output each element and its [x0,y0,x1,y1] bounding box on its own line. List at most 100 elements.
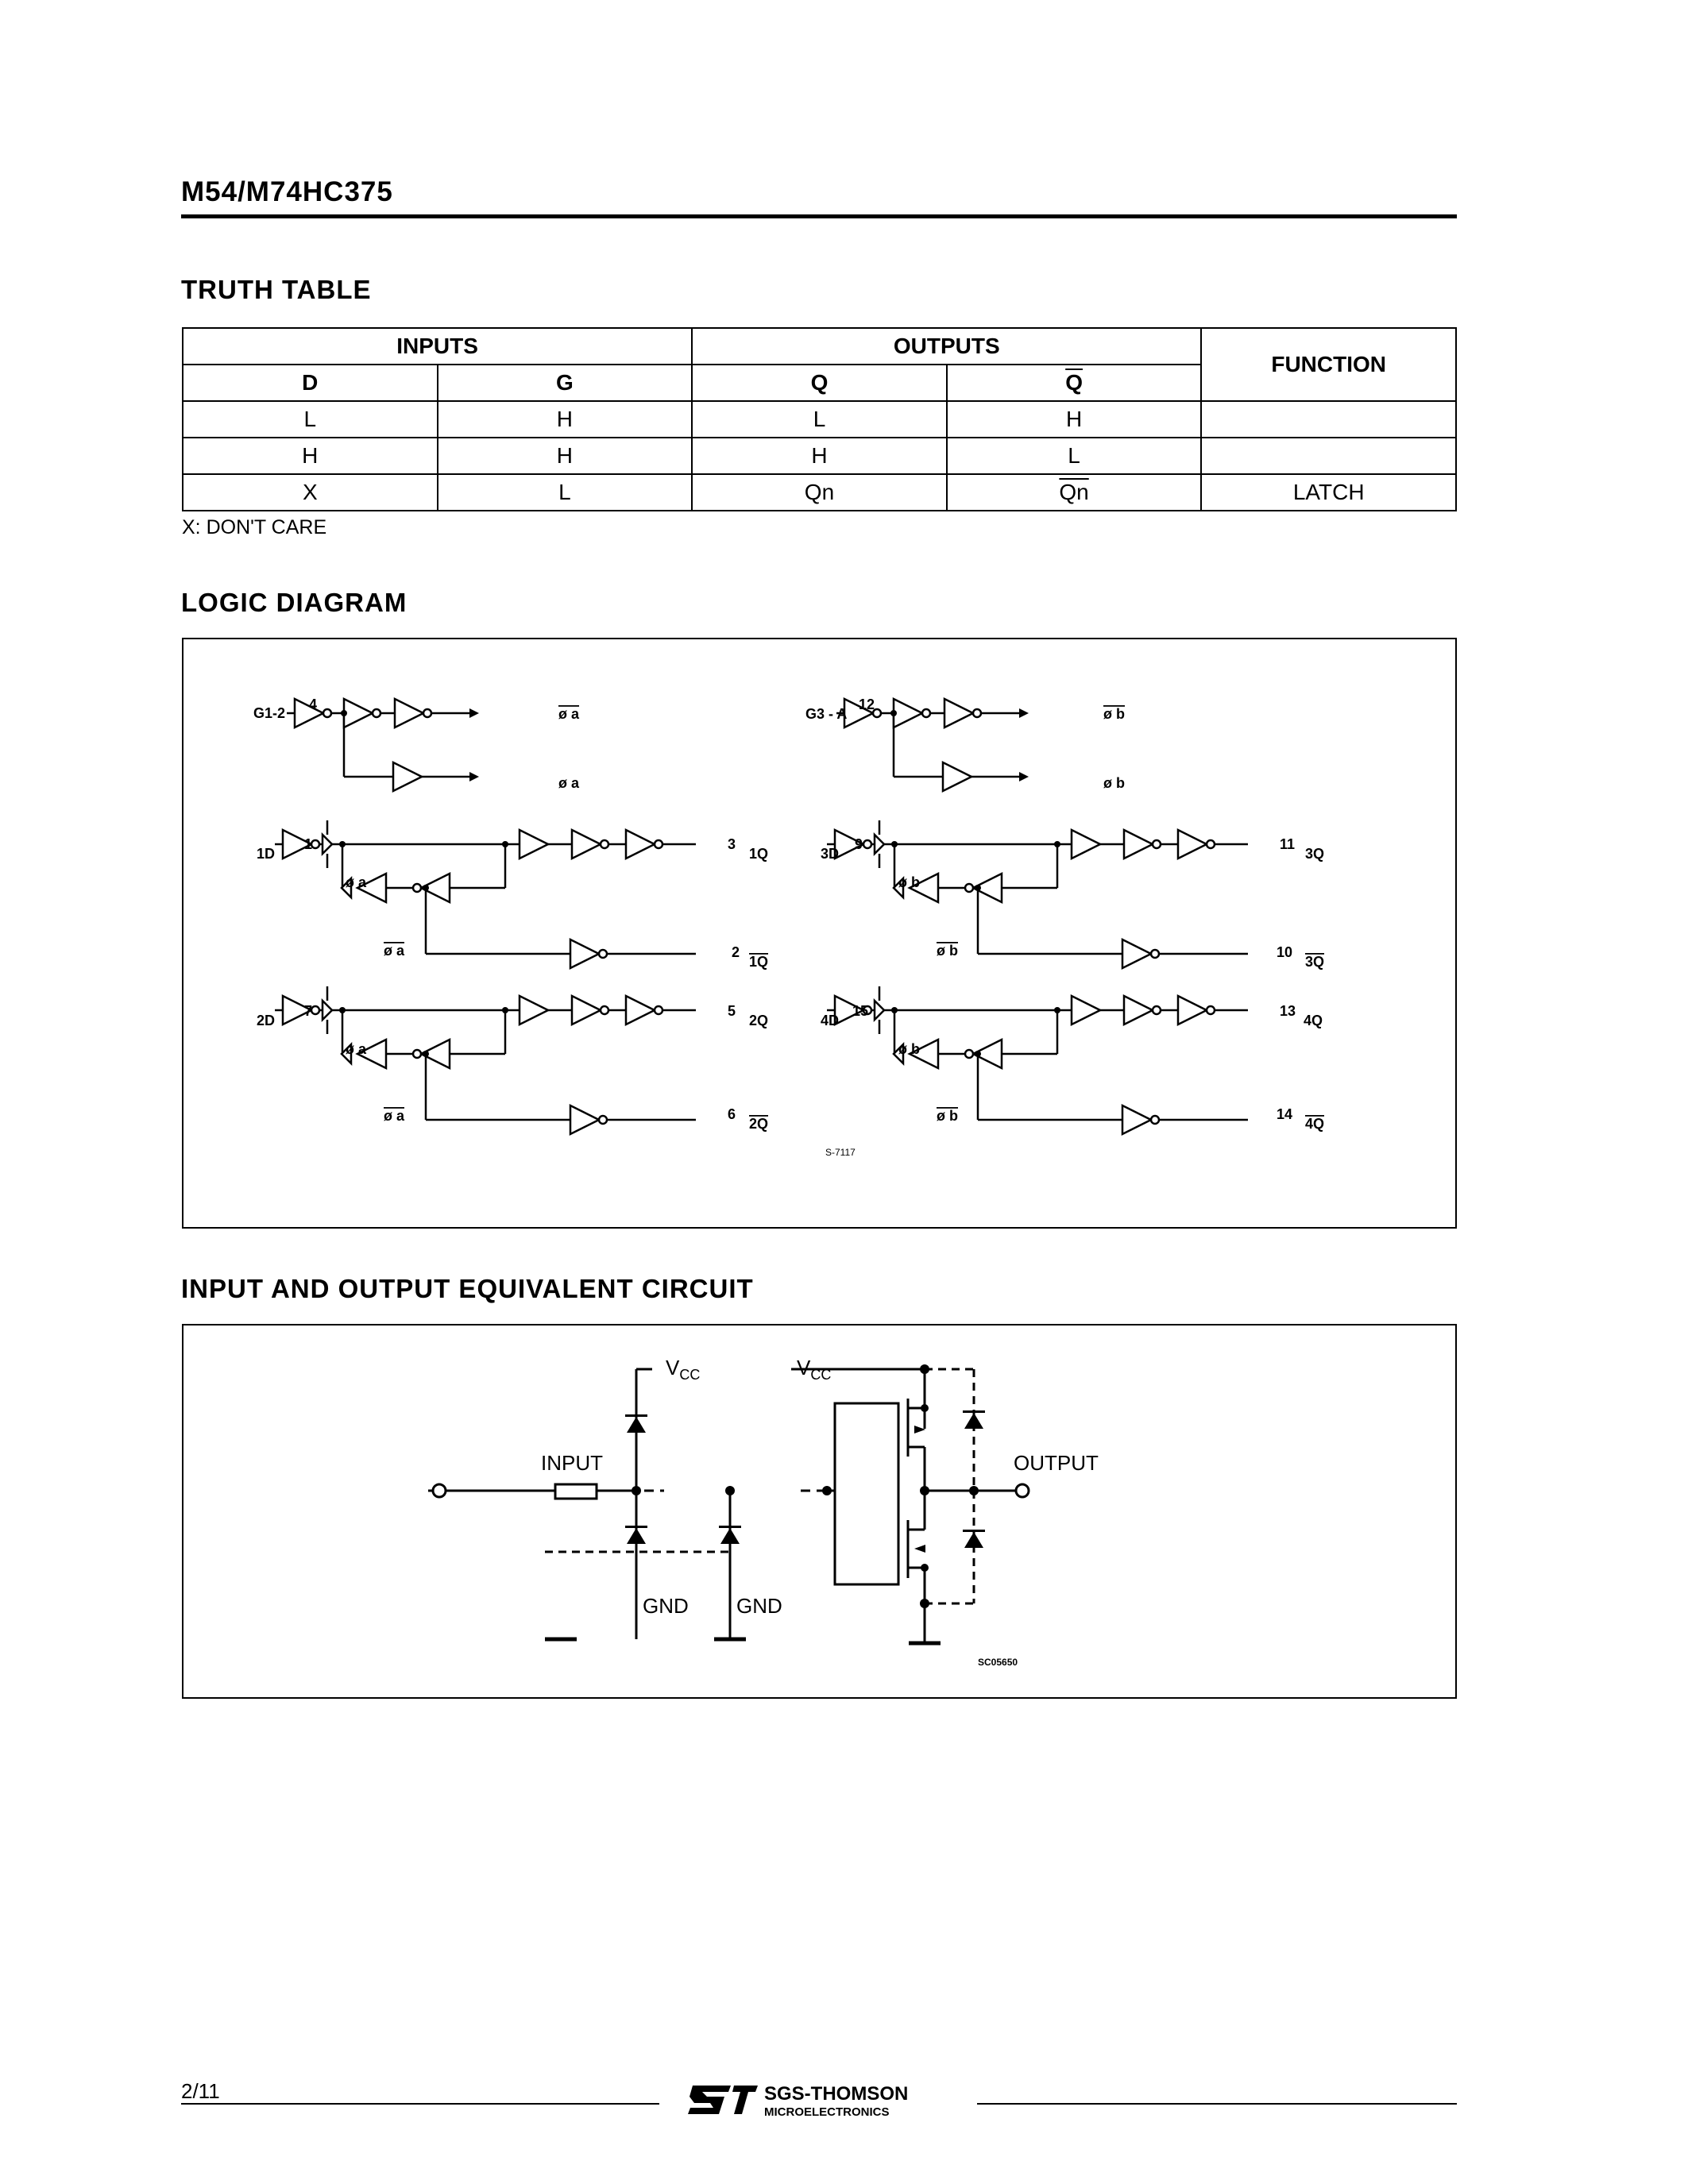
gate-b-pin: 12 [859,696,875,712]
inverter-gate [281,828,314,861]
inverter-bubble [1205,1005,1216,1016]
junction-dot [502,841,508,847]
latch-1-qbar-pin: 2 [732,944,740,960]
junction-dot [423,885,429,891]
inverter-gate [892,696,925,730]
buffer-gate [518,994,550,1027]
buffer-gate [1070,828,1103,861]
inverter-gate [1122,828,1155,861]
gate-a-label: G1-2 [253,705,285,721]
latch-4-phi-label: ø b [898,1041,920,1057]
equivalent-circuit-title: INPUT AND OUTPUT EQUIVALENT CIRCUIT [181,1274,754,1303]
latch-3-q-label: 3Q [1305,846,1324,862]
inverter-gate [624,994,657,1027]
inverter-bubble [862,1005,873,1016]
cell-qbar: H [945,400,1203,438]
latch-2-q-label: 2Q [749,1013,768,1028]
inverter-bubble [597,948,608,959]
inverter-gate [569,937,601,970]
inverter-bubble [310,1005,321,1016]
inverter-gate [1121,937,1153,970]
latch-1-input-label: 1D [257,846,275,862]
buffer-gate [1070,994,1103,1027]
gnd-label-1: GND [643,1594,689,1618]
junction-dot [341,710,347,716]
inputs-header: INPUTS [181,327,693,365]
table-row: L H L H [182,400,1457,438]
inverter-bubble [422,708,433,719]
junction-dot [891,841,898,847]
cell-function: LATCH [1200,473,1457,511]
latch-3-qbar-label: 3Q [1305,954,1324,970]
junction-dot [502,1007,508,1013]
inverter-gate [1122,994,1155,1027]
latch-1-q-label: 1Q [749,846,768,862]
truth-table-title: TRUTH TABLE [181,275,372,304]
function-header: FUNCTION [1200,327,1457,402]
inverter-gate [569,1103,601,1136]
latch-2-input-label: 2D [257,1013,275,1028]
cell-function [1200,400,1457,438]
arrow-head [1019,708,1029,718]
inverter-gate [570,828,603,861]
inverter-gate [833,828,866,861]
latch-3-phi-label: ø b [898,874,920,890]
table-row: X L Qn Qn LATCH [182,473,1457,511]
inverter-bubble [411,882,423,893]
latch-2-input-pin: 7 [304,1003,312,1019]
inverter-bubble [1149,948,1161,959]
logic-diagram-title: LOGIC DIAGRAM [181,588,408,617]
logic-diagram: G1-2 4 ø a ø a G3 - A 12 ø b ø b 1D 1 ø … [253,696,1324,1158]
arrow-head [1019,772,1029,781]
inverter-gate [971,1037,1003,1071]
cell-function [1200,437,1457,475]
inverter-bubble [1151,839,1162,850]
transmission-gate [873,997,886,1023]
latch-1-phi-bar-label: ø a [384,943,405,959]
junction-dot [423,1051,429,1057]
buffer-gate [355,871,388,905]
transmission-gate [892,875,905,901]
circuit-figure-code: SC05650 [978,1657,1018,1668]
latch-3-input-label: 3D [821,846,839,862]
inverter-bubble [310,839,321,850]
latch-2-phi-label: ø a [346,1041,367,1057]
truth-table: INPUTS OUTPUTS FUNCTION D G Q Q L H L H … [181,327,1457,511]
inverter-gate [393,696,426,730]
inverter-gate [293,696,326,730]
junction-dot [339,1007,346,1013]
cell-qbar: Qn [945,473,1203,511]
latch-1-q-pin: 3 [728,836,736,852]
inverter-bubble [653,839,664,850]
latch-1-input-pin: 1 [304,836,312,852]
buffer-gate [907,871,940,905]
inverter-gate [843,696,875,730]
cell-qbar: L [945,437,1203,475]
latch-4-phi-bar-label: ø b [937,1108,958,1124]
inverter-gate [833,994,866,1027]
latch-4-input-pin: 15 [852,1003,868,1019]
cell-d: H [182,437,438,475]
latch-2-qbar-label: 2Q [749,1116,768,1132]
latch-2-phi-bar-label: ø a [384,1108,405,1124]
col-g: G [436,364,693,402]
inverter-bubble [871,708,883,719]
latch-3-phi-bar-label: ø b [937,943,958,959]
cell-q: L [691,400,948,438]
arrow-head [469,772,479,781]
inverter-bubble [964,1048,975,1059]
gate-b-label: G3 - A [805,706,847,722]
inverter-gate [419,1037,451,1071]
latch-2-qbar-pin: 6 [728,1106,736,1122]
cell-q: Qn [691,473,948,511]
document-title: M54/M74HC375 [181,176,393,207]
transmission-gate [892,1041,905,1067]
inverter-bubble [921,708,932,719]
header-rule [181,214,1457,218]
junction-dot [1054,1007,1060,1013]
junction-dot [339,841,346,847]
latch-4-qbar-pin: 14 [1277,1106,1292,1122]
inverter-gate [419,871,451,905]
cell-d: X [182,473,438,511]
junction-dot [1054,841,1060,847]
